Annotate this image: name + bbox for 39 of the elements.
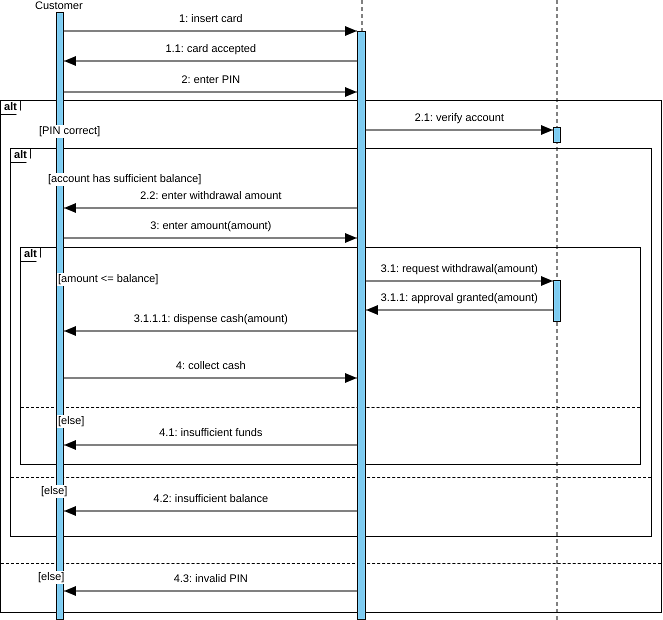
message-label: 1.1: card accepted xyxy=(166,43,256,55)
message-arrow xyxy=(64,87,358,97)
message-arrow xyxy=(64,440,358,450)
message-label: 3: enter amount(amount) xyxy=(150,220,272,232)
message-label: 4: collect cash xyxy=(176,360,246,372)
fragment-operator-tab: alt xyxy=(11,149,31,163)
message-label: 4.1: insufficient funds xyxy=(159,427,262,439)
message-arrow xyxy=(64,26,358,36)
activation-bar xyxy=(357,31,366,620)
message-label: 3.1.1: approval granted(amount) xyxy=(380,292,538,304)
message-arrow xyxy=(64,586,358,596)
message-label: 2.1: verify account xyxy=(414,112,504,124)
guard-condition: [PIN correct] xyxy=(38,125,102,138)
message-arrow xyxy=(366,276,554,286)
message-label: 3.1.1.1: dispense cash(amount) xyxy=(134,313,288,325)
guard-condition: [else] xyxy=(37,571,66,584)
message-arrow xyxy=(64,506,358,516)
guard-condition: [amount <= balance] xyxy=(57,273,160,286)
message-label: 1: insert card xyxy=(178,13,243,25)
message-arrow xyxy=(366,125,554,135)
message-label: 4.2: insufficient balance xyxy=(153,493,268,505)
fragment-operator-tab: alt xyxy=(21,248,41,262)
message-label: 3.1: request withdrawal(amount) xyxy=(380,263,538,275)
message-arrow xyxy=(64,203,358,213)
message-label: 2: enter PIN xyxy=(181,74,240,86)
message-label: 4.3: invalid PIN xyxy=(174,573,248,585)
activation-bar xyxy=(553,127,561,143)
fragment-operator-tab: alt xyxy=(1,101,21,115)
guard-condition: [account has sufficient balance] xyxy=(47,173,202,186)
message-arrow xyxy=(64,326,358,336)
guard-condition: [else] xyxy=(57,415,86,428)
message-arrow xyxy=(366,305,554,315)
message-label: 2.2: enter withdrawal amount xyxy=(140,190,282,202)
message-arrow xyxy=(64,233,358,243)
guard-condition: [else] xyxy=(40,485,68,498)
message-arrow xyxy=(64,373,358,383)
activation-bar xyxy=(553,280,561,322)
message-arrow xyxy=(64,56,358,66)
lifeline-name: Customer xyxy=(35,0,83,12)
